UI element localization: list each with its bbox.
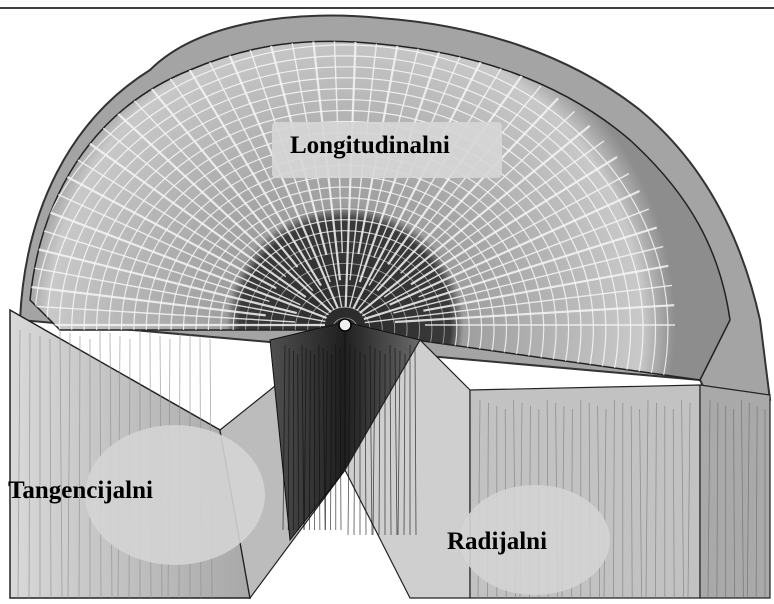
pith <box>339 319 351 331</box>
longitudinal-label: Longitudinalni <box>290 132 450 160</box>
tangential-label: Tangencijalni <box>8 477 153 505</box>
radial-label: Radijalni <box>447 528 547 556</box>
far-right-bark-block <box>700 385 770 598</box>
